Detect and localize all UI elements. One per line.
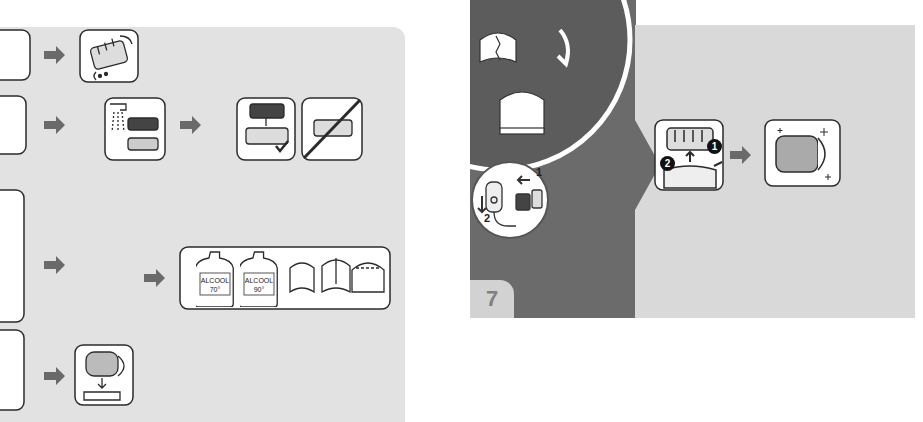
flow-arrows-part — [730, 146, 751, 164]
step-frames-part — [0, 96, 26, 154]
part-drawings-part — [352, 263, 384, 292]
part-drawings-part — [96, 39, 115, 55]
step-frames-part — [0, 30, 30, 80]
step-panel-part — [470, 0, 630, 170]
part-drawings-part — [105, 73, 108, 76]
step-frames-part — [302, 98, 362, 160]
cap-icons-part — [500, 92, 544, 130]
charger-icon-part — [516, 194, 530, 210]
part-drawings-part — [304, 100, 360, 158]
callout-number: 2 — [660, 156, 675, 171]
step-panel — [370, 0, 915, 318]
flow-arrows — [44, 46, 201, 385]
clean-head-frame-part — [818, 138, 825, 170]
part-drawings-part — [98, 378, 106, 388]
charger-icon-part — [478, 196, 486, 212]
step-frames-part — [237, 98, 295, 160]
flow-arrows-part — [44, 367, 65, 385]
cap-icons — [480, 30, 568, 134]
step-panel-part-part — [470, 0, 630, 170]
head-removal-frame — [655, 120, 723, 190]
step-frames-part — [0, 330, 24, 410]
step-frames — [0, 30, 390, 410]
part-drawings-part — [246, 128, 288, 144]
flow-arrows-part — [180, 116, 201, 134]
bottle-shape — [240, 252, 277, 307]
cap-icons-part — [500, 128, 544, 134]
part-drawings-part — [250, 104, 284, 118]
charger-icon-part — [491, 197, 497, 203]
alcohol-bottle: ALCOOL 70° — [196, 251, 234, 307]
clean-head-frame-part — [778, 128, 832, 180]
part-drawings-part — [118, 356, 124, 376]
step-frames-part — [80, 30, 138, 82]
part-drawings-part — [356, 267, 380, 268]
bottle-text: ALCOOL 70° — [200, 276, 230, 294]
step-frames-part — [105, 98, 165, 160]
left-panel — [0, 27, 405, 422]
part-drawings-part — [120, 36, 132, 44]
clean-head-frame-part — [776, 136, 818, 172]
part-drawings-part — [86, 352, 118, 376]
charger-icon-part — [518, 176, 530, 184]
step-text: 7 — [486, 286, 498, 312]
part-drawings-part — [84, 392, 120, 400]
head-removal-frame-part — [655, 120, 723, 190]
head-removal-frame-part — [686, 152, 694, 162]
step-frames-part — [75, 345, 133, 405]
callout-text: 2 — [665, 159, 671, 169]
part-drawings-part — [94, 72, 96, 80]
step-panel-part — [472, 162, 548, 238]
flow-arrows-part — [144, 269, 165, 287]
part-drawings-part — [276, 141, 288, 151]
callout-text: 1 — [712, 142, 718, 152]
charger-icon-part — [486, 182, 502, 212]
clean-head-frame — [765, 120, 840, 186]
charger-icon-part — [532, 190, 542, 208]
part-drawings-part — [112, 112, 124, 132]
clean-head-frame-part — [765, 120, 840, 186]
head-removal-frame-part — [675, 130, 702, 142]
flow-arrows-part — [44, 116, 65, 134]
bottle-label — [244, 273, 274, 295]
charger-icon — [478, 176, 542, 226]
flow-arrows — [730, 146, 751, 164]
cap-icons-part — [480, 33, 516, 62]
step-frames-part — [0, 190, 24, 322]
plug-step-number: 1 — [536, 166, 542, 178]
part-drawings-part — [99, 75, 102, 78]
charger-icon-part — [494, 212, 516, 226]
part-drawings-part — [265, 118, 266, 126]
part-drawings-part — [90, 40, 129, 70]
bottle-label — [200, 273, 230, 295]
callout-number: 1 — [707, 139, 722, 154]
step-number: 7 — [470, 280, 514, 318]
step-frames-part — [180, 247, 390, 309]
flow-arrows-part — [44, 46, 65, 64]
part-drawings-part — [128, 118, 158, 130]
part-drawings — [84, 36, 384, 400]
part-drawings-part — [110, 104, 126, 110]
bottle-text: ALCOOL 90° — [244, 276, 274, 294]
part-drawings-part — [128, 138, 158, 150]
cap-icons-part — [558, 30, 568, 64]
cap-icons-part — [496, 36, 500, 60]
plug-step-number: 2 — [484, 212, 490, 224]
flow-arrows-part — [44, 256, 65, 274]
head-removal-frame-part — [714, 162, 722, 166]
part-drawings-part — [335, 258, 336, 284]
bottle-shape — [196, 252, 233, 307]
alcohol-bottle: ALCOOL 90° — [240, 251, 278, 307]
left-panel-part — [0, 27, 405, 422]
step-panel-part — [635, 25, 915, 318]
part-drawings-part — [290, 263, 314, 292]
